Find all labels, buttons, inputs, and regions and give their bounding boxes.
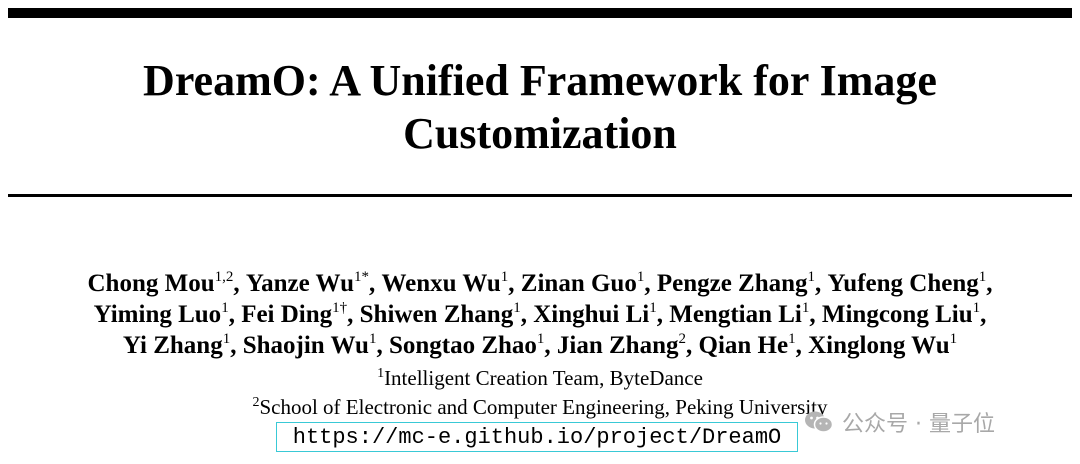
author-affiliation-mark: 1 [649,300,657,316]
author-name: Qian He [698,332,789,359]
author: Mingcong Liu1, [821,300,987,329]
author-name: Fei Ding [241,301,333,328]
author-separator: , [809,301,822,328]
author: Xinglong Wu1 [808,331,958,360]
author-name: Jian Zhang [556,332,679,359]
author: Xinghui Li1, [533,300,670,329]
author: Yiming Luo1, [93,300,242,329]
author-name: Shiwen Zhang [359,301,514,328]
author-name: Pengze Zhang [656,270,808,297]
author-affiliation-mark: 1 [500,269,509,285]
author: Fei Ding1†, [241,300,360,329]
author-affiliation-mark: 1 [221,300,229,316]
author-separator: , [686,332,699,359]
author: Songtao Zhao1, [388,331,557,360]
author-separator: , [228,301,242,328]
author-name: Yi Zhang [122,332,223,359]
author-separator: , [815,270,828,297]
author-line: Yi Zhang1, Shaojin Wu1, Songtao Zhao1, J… [0,330,1080,361]
author-name: Chong Mou [87,270,215,297]
author-affiliation-mark: 1,2 [214,269,234,285]
author-separator: , [544,332,557,359]
author-separator: , [656,301,670,328]
author-separator: , [230,332,243,359]
author-separator: , [233,270,246,297]
author-affiliation-mark: 2 [678,331,687,347]
top-rule [8,8,1072,18]
author-name: Yiming Luo [93,301,222,328]
author-separator: , [347,301,360,328]
author-affiliation-mark: 1 [636,269,645,285]
author: Yanze Wu1*, [245,269,382,298]
author-affiliation-mark: 1 [949,331,958,347]
author-separator: , [986,270,993,297]
author: Yi Zhang1, [122,331,243,360]
author-separator: , [795,332,809,359]
author: Shaojin Wu1, [242,331,389,360]
author-affiliation-mark: 1 [978,269,987,285]
author-affiliation-mark: 1* [354,269,370,285]
author-name: Zinan Guo [520,270,637,297]
author-name: Wenxu Wu [381,270,501,297]
affiliation-1-mark: 1 [377,366,385,381]
author-affiliation-mark: 1 [807,269,816,285]
author: Mengtian Li1, [669,300,822,329]
author-separator: , [980,301,987,328]
affiliation-1: 1Intelligent Creation Team, ByteDance [0,364,1080,392]
author-affiliation-mark: 1 [788,331,796,347]
author: Yufeng Cheng1, [827,269,993,298]
author-line: Chong Mou1,2, Yanze Wu1*, Wenxu Wu1, Zin… [0,268,1080,299]
author-affiliation-mark: 1 [536,331,545,347]
author-separator: , [520,301,534,328]
project-url-link[interactable]: https://mc-e.github.io/project/DreamO [276,422,798,452]
author-name: Mengtian Li [669,301,802,328]
author: Wenxu Wu1, [381,269,521,298]
author-name: Mingcong Liu [821,301,973,328]
author-separator: , [369,270,382,297]
author: Qian He1, [698,331,809,360]
author-name: Xinghui Li [533,301,650,328]
author-affiliation-mark: 1 [368,331,377,347]
author-name: Shaojin Wu [242,332,369,359]
author: Zinan Guo1, [520,269,657,298]
author-affiliation-mark: 1 [801,300,810,316]
author-separator: , [644,270,657,297]
wechat-icon [805,411,834,433]
author-separator: , [376,332,389,359]
watermark: 公众号 · 量子位 [804,402,995,442]
watermark-text: 公众号 · 量子位 [842,412,995,437]
author-list: Chong Mou1,2, Yanze Wu1*, Wenxu Wu1, Zin… [0,268,1080,361]
affiliation-2-text: School of Electronic and Computer Engine… [259,395,828,419]
author-affiliation-mark: 1 [513,300,521,316]
author: Chong Mou1,2, [87,269,246,298]
affiliation-2: 2School of Electronic and Computer Engin… [0,393,1080,421]
author-line: Yiming Luo1, Fei Ding1†, Shiwen Zhang1, … [0,299,1080,330]
author-separator: , [508,270,521,297]
author-name: Yufeng Cheng [827,270,979,297]
paper-title: DreamO: A Unified Framework for Image Cu… [0,54,1080,160]
affiliation-1-text: Intelligent Creation Team, ByteDance [384,366,703,390]
author-affiliation-mark: 1† [332,300,348,316]
author-name: Xinglong Wu [808,332,950,359]
title-line-1: DreamO: A Unified Framework for Image [143,56,937,105]
author-affiliation-mark: 1 [972,300,981,316]
title-rule [8,194,1072,197]
author: Pengze Zhang1, [656,269,828,298]
title-line-2: Customization [403,109,677,158]
author: Jian Zhang2, [556,331,699,360]
author: Shiwen Zhang1, [359,300,534,329]
affiliation-2-mark: 2 [252,395,260,410]
author-name: Songtao Zhao [388,332,537,359]
author-name: Yanze Wu [245,270,355,297]
author-affiliation-mark: 1 [222,331,231,347]
